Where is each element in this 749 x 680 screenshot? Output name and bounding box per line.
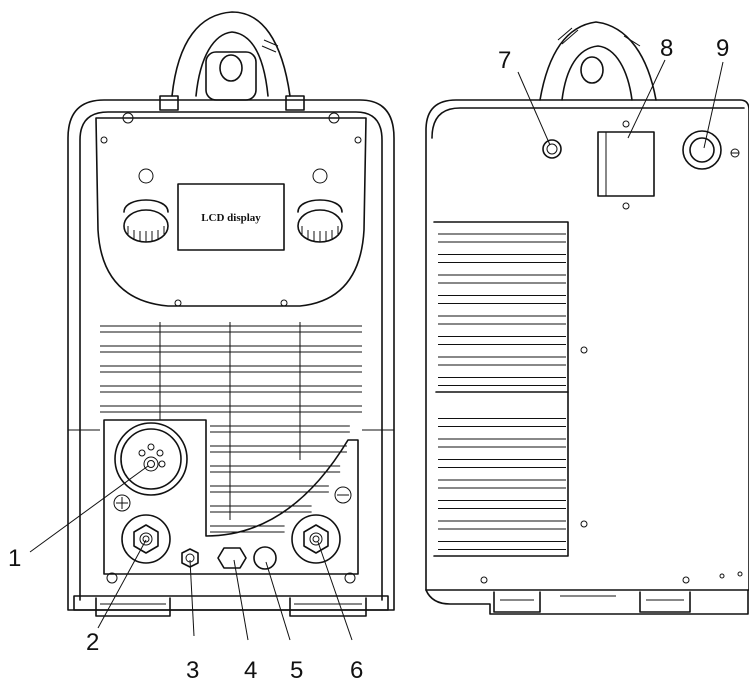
rear-handle-ribs	[557, 27, 641, 47]
rear-handle	[539, 21, 657, 101]
vent-slat	[100, 345, 362, 353]
rear-handle-hole	[580, 56, 604, 84]
rear-screw	[719, 573, 725, 579]
rear-vent-slat	[438, 295, 566, 304]
rear-vent-slat	[438, 274, 566, 284]
rear-vent-slat	[438, 479, 566, 489]
knob-right[interactable]	[297, 199, 343, 243]
front-housing	[67, 99, 395, 611]
rear-screw	[580, 346, 588, 354]
panel-screw	[280, 299, 288, 307]
panel-screw	[122, 112, 134, 124]
front-housing-inner	[79, 111, 383, 601]
callout-5: 5	[290, 657, 303, 680]
negative-sign	[334, 486, 352, 504]
rear-handle-inner	[561, 45, 633, 101]
clip-right	[285, 95, 305, 111]
rear-screw	[580, 520, 588, 528]
rear-vent-slat	[438, 336, 566, 345]
rear-screw	[480, 576, 488, 584]
gas-inlet[interactable]	[542, 139, 562, 159]
panel-screw	[328, 112, 340, 124]
corner-screw	[106, 572, 118, 584]
callout-9: 9	[716, 35, 729, 62]
power-cable-gland[interactable]	[682, 130, 740, 170]
rear-screw	[737, 571, 743, 577]
rear-base	[425, 589, 749, 615]
callout-2: 2	[86, 629, 99, 656]
rear-vent-slat	[438, 418, 566, 427]
callout-1: 1	[8, 545, 21, 572]
handle-hole	[219, 54, 243, 82]
positive-sign	[113, 494, 131, 512]
vent-divider	[159, 322, 301, 520]
negative-terminal[interactable]	[291, 514, 341, 564]
rear-vent-grille	[435, 233, 569, 550]
handle-block	[205, 51, 257, 101]
vent-slat	[210, 445, 347, 453]
vent-slat	[100, 405, 362, 413]
front-handle	[171, 11, 291, 97]
euro-torch-connector[interactable]	[114, 422, 188, 496]
handle-ribs	[261, 39, 279, 53]
vent-slat	[210, 465, 341, 473]
rear-vent-slat	[438, 459, 566, 468]
front-base	[73, 595, 389, 611]
callout-6: 6	[350, 657, 363, 680]
rear-screw	[682, 576, 690, 584]
knob-left[interactable]	[123, 199, 169, 243]
callout-8: 8	[660, 35, 673, 62]
control-panel	[95, 117, 367, 307]
positive-terminal[interactable]	[121, 514, 171, 564]
rear-view	[425, 21, 749, 615]
rear-vent-slat	[438, 377, 566, 386]
connector-panel	[103, 419, 359, 575]
clip-left	[159, 95, 179, 111]
rear-vent-slat	[438, 520, 566, 530]
remote-socket[interactable]	[217, 547, 247, 569]
lcd-label: LCD display	[201, 212, 261, 224]
rear-feet	[493, 591, 691, 613]
callout-numbers: 1 2 3 4 5 6 7 8 9	[8, 35, 729, 680]
front-vent-grille	[100, 322, 362, 533]
front-handle-inner	[195, 31, 269, 97]
rear-vent-frame	[433, 221, 569, 557]
vent-slat	[210, 525, 285, 533]
callout-4: 4	[244, 657, 257, 680]
vent-slat	[210, 425, 350, 433]
rear-feet-lines	[500, 595, 684, 601]
blank-plug[interactable]	[253, 546, 277, 570]
indicator-led-right	[312, 168, 328, 184]
power-switch[interactable]	[597, 120, 655, 210]
vent-slat	[100, 325, 362, 333]
callout-3: 3	[186, 657, 199, 680]
vent-slat	[100, 385, 362, 393]
panel-screw	[354, 136, 362, 144]
rear-vent-slat	[438, 254, 566, 263]
rear-vent-slat	[438, 356, 566, 366]
corner-screw	[344, 572, 356, 584]
front-feet	[95, 597, 367, 617]
panel-screw	[100, 136, 108, 144]
lcd-display	[177, 183, 285, 251]
front-view: LCD display	[67, 11, 395, 617]
vent-slat	[100, 365, 362, 373]
callout-7: 7	[498, 47, 511, 74]
callout-leaders	[29, 59, 724, 641]
indicator-led-left	[138, 168, 154, 184]
rear-vent-slat	[438, 541, 566, 550]
rear-housing-inner	[431, 107, 745, 139]
rear-vent-slat	[438, 500, 566, 509]
panel-screw	[174, 299, 182, 307]
rear-vent-slat	[438, 438, 566, 448]
rear-vent-slat	[438, 315, 566, 325]
vent-slat	[210, 505, 312, 513]
rear-vent-slat	[438, 233, 566, 243]
